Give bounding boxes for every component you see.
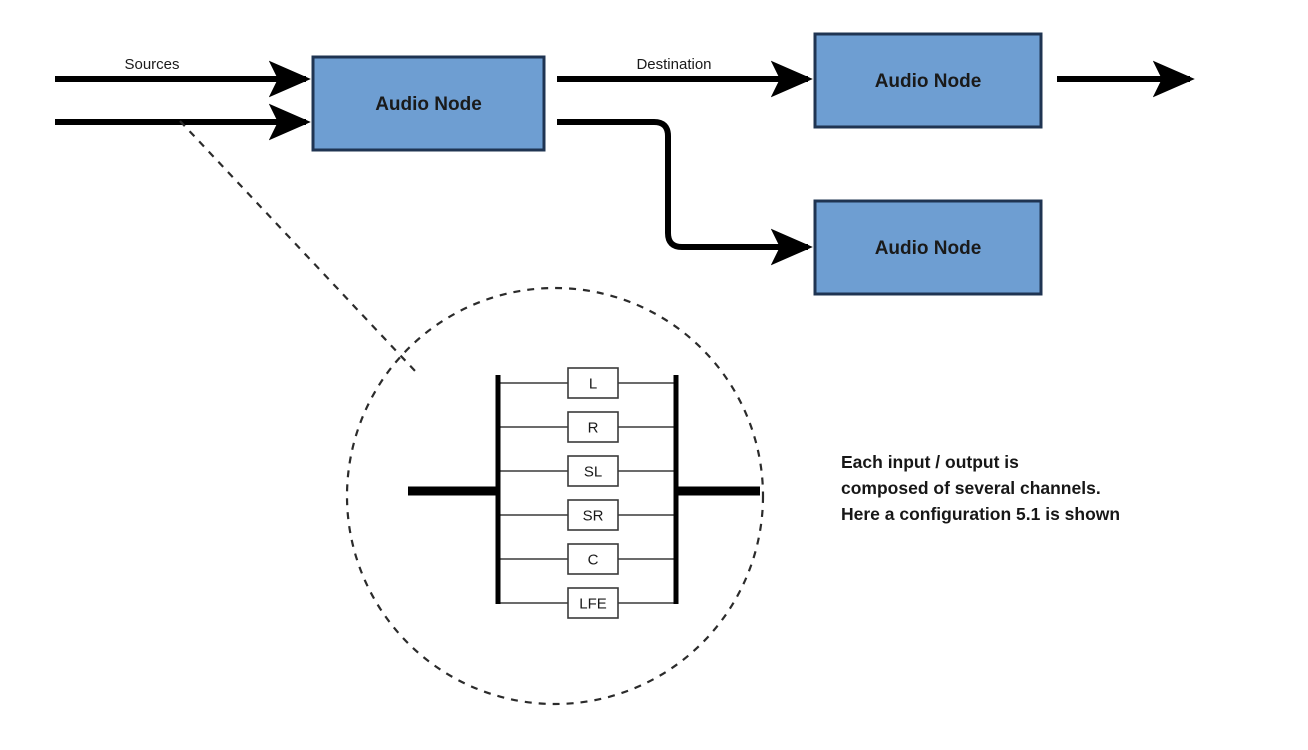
zoom-leader-group [179,120,417,373]
node-output-top[interactable] [813,32,1043,129]
caption-line-2: composed of several channels. [841,478,1101,498]
zoom-leader [179,120,417,373]
channel-lfe-box[interactable] [567,587,619,619]
channel-l-box[interactable] [567,367,619,399]
branch-elbow-group [557,119,813,266]
channel-sr-box[interactable] [567,499,619,531]
caption-line-3: Here a configuration 5.1 is shown [841,504,1120,524]
caption-group: Each input / output is composed of severa… [841,452,1120,524]
edge-labels-group: Sources Destination [124,56,711,73]
channel-detail-group: L R SL SR C LFE [408,367,760,619]
channel-r-box[interactable] [567,411,619,443]
node-input[interactable] [311,55,546,152]
flow-arrows-group [55,60,1195,141]
channel-l-label: L [589,376,597,393]
channel-lfe-label: LFE [579,596,607,613]
channel-r-label: R [588,420,599,437]
detail-circle [345,286,765,706]
caption-line-1: Each input / output is [841,452,1019,472]
node-output-bottom[interactable] [813,199,1043,296]
channel-sl-box[interactable] [567,455,619,487]
node-output-top-label: Audio Node [875,71,982,92]
node-input-label: Audio Node [375,94,482,115]
edge-label-destination: Destination [636,56,711,73]
channel-c-label: C [588,552,599,569]
channel-sr-label: SR [583,508,604,525]
channel-c-box[interactable] [567,543,619,575]
edge-label-sources: Sources [124,56,179,73]
branch-elbow [557,119,813,266]
node-output-bottom-label: Audio Node [875,238,982,259]
detail-circle-group [345,286,765,706]
channel-sl-label: SL [584,464,602,481]
